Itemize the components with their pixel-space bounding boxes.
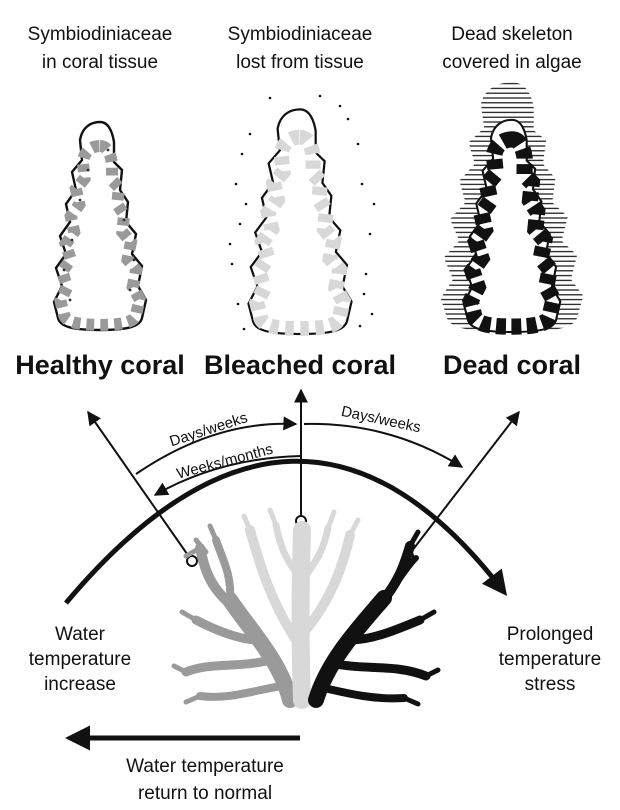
healthy-stage-anchor xyxy=(187,556,197,566)
dead-stage-arrow xyxy=(408,412,519,556)
bottom-label-line2: return to normal xyxy=(138,783,272,804)
bleached-title: Bleached coral xyxy=(204,350,396,380)
healthy-caption-line2: in coral tissue xyxy=(42,52,158,73)
healthy-coral-polyp xyxy=(54,122,146,330)
bleached-coral-polyp xyxy=(229,95,376,334)
bleached-caption-line1: Symbiodiniaceae xyxy=(228,24,373,45)
bleached-caption-line2: lost from tissue xyxy=(236,52,364,73)
bottom-label-line1: Water temperature xyxy=(126,756,284,777)
healthy-title: Healthy coral xyxy=(15,350,185,380)
dead-coral-polyp xyxy=(441,82,584,332)
bottom-label: Water temperature return to normal xyxy=(126,756,284,804)
left-label-line1: Water xyxy=(55,624,106,645)
right-label-line3: stress xyxy=(525,674,576,695)
left-label-line3: increase xyxy=(44,674,116,695)
bleached-to-dead-arrow xyxy=(304,424,462,467)
panel-titles: Healthy coral Bleached coral Dead coral xyxy=(15,350,581,380)
right-label-line2: temperature xyxy=(499,649,601,670)
dead-title: Dead coral xyxy=(443,350,581,380)
branching-coral xyxy=(174,510,438,704)
dead-caption-line2: covered in algae xyxy=(442,52,581,73)
temperature-arc-arrow xyxy=(66,461,504,603)
transition-labels: Days/weeks Weeks/months Days/weeks xyxy=(168,403,423,483)
healthy-caption-line1: Symbiodiniaceae xyxy=(28,24,173,45)
left-label-line2: temperature xyxy=(29,649,131,670)
healthy-coral-branches xyxy=(174,526,290,702)
bleached-coral-branches xyxy=(244,510,358,700)
panel-captions: Symbiodiniaceae in coral tissue Symbiodi… xyxy=(28,24,582,73)
dead-coral-branches xyxy=(316,532,438,704)
right-label-line1: Prolonged xyxy=(507,624,594,645)
dead-caption-line1: Dead skeleton xyxy=(451,24,572,45)
